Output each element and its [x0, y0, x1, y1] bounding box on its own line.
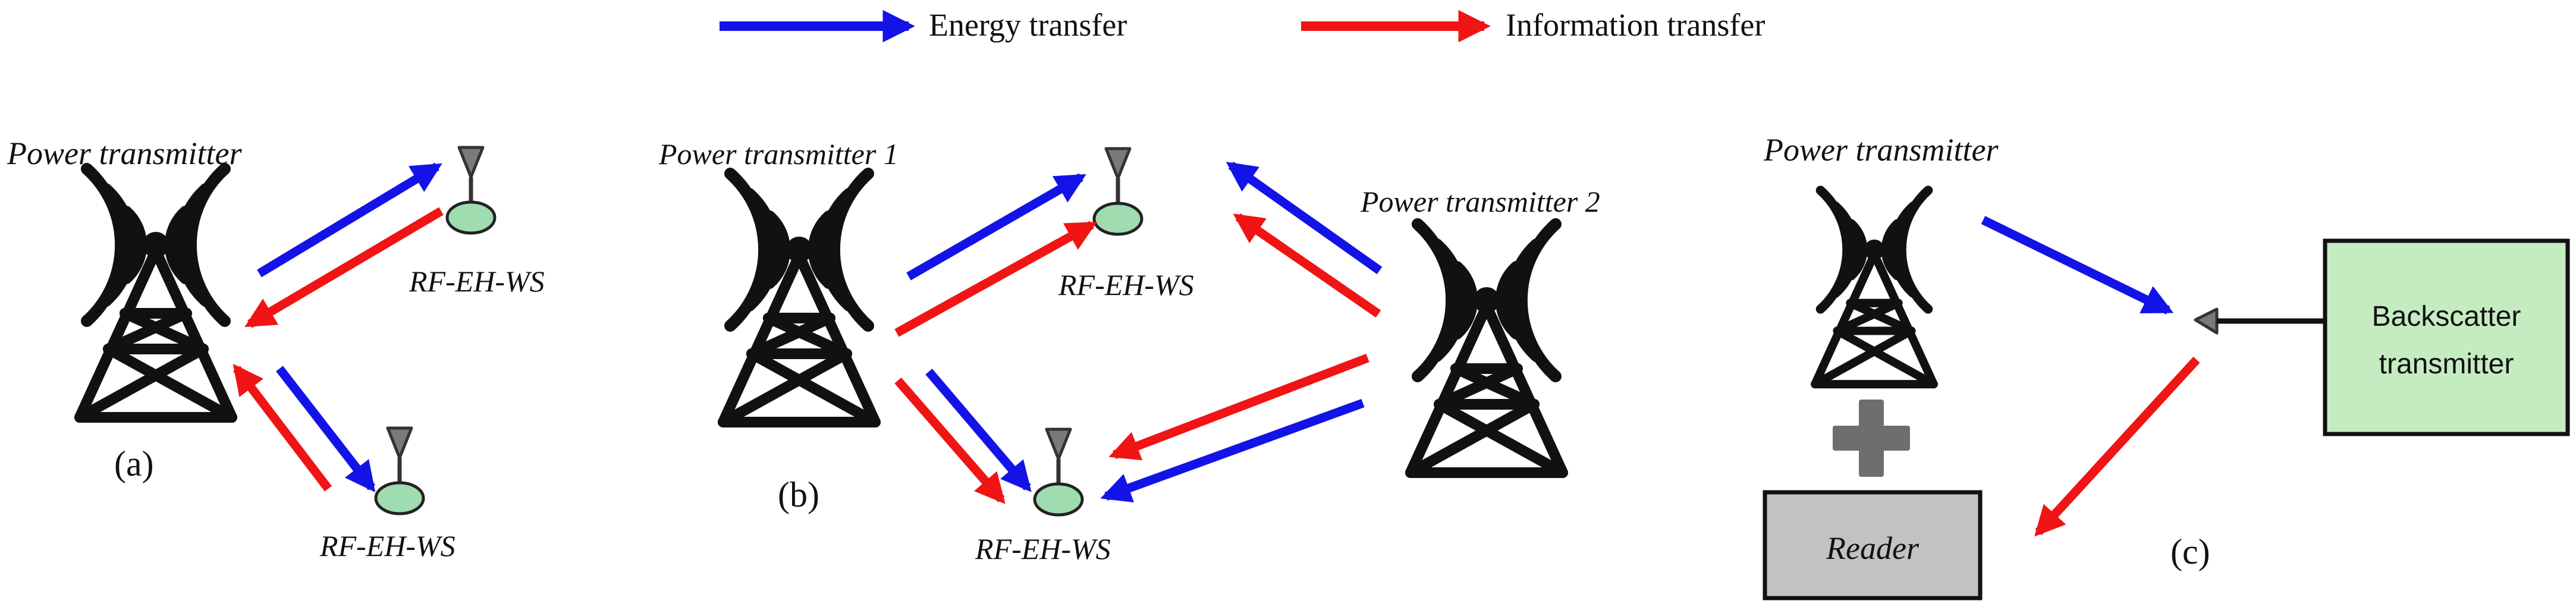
panel-c-energy-arrow: [1981, 216, 2174, 315]
panel-a-sensor-top-label: RF-EH-WS: [409, 265, 545, 298]
panel-b: Power transmitter 1 Power transmitter 2 …: [658, 137, 1600, 565]
backscatter-box: [2323, 238, 2570, 436]
panel-c: Power transmitter Reader Backscatter tra…: [1763, 132, 2570, 600]
plus-icon: [1833, 400, 1910, 477]
panel-a-tower-icon: [80, 169, 232, 417]
legend-information-label: Information transfer: [1506, 7, 1765, 43]
panel-b-sensor-top-icon: [1094, 149, 1142, 234]
panel-b-t1-info-arrow-top: [894, 221, 1097, 337]
panel-a-info-arrow-bottom: [233, 363, 332, 492]
panel-b-sensor-bottom-icon: [1035, 429, 1082, 515]
backscatter-label-line1: Backscatter: [2372, 301, 2521, 332]
panel-a-caption: (a): [114, 444, 154, 483]
backscatter-antenna-icon: [2194, 307, 2219, 335]
legend-energy-label: Energy transfer: [929, 7, 1127, 43]
panel-c-caption: (c): [2170, 532, 2210, 571]
panel-a: Power transmitter RF-EH-WS RF-EH-WS (a): [7, 136, 545, 562]
panel-b-tower2-icon: [1410, 224, 1563, 473]
panel-b-sensor-top-label: RF-EH-WS: [1058, 268, 1194, 301]
legend: Energy transfer Information transfer: [720, 7, 1765, 43]
reader-label: Reader: [1826, 530, 1920, 566]
panel-b-tower1-icon: [723, 174, 875, 422]
panel-a-energy-arrow-top: [257, 162, 442, 278]
panel-b-transmitter2-label: Power transmitter 2: [1360, 185, 1600, 218]
panel-b-caption: (b): [778, 475, 819, 514]
panel-a-transmitter-label: Power transmitter: [7, 136, 242, 171]
panel-c-info-arrow: [2034, 356, 2200, 537]
panel-b-transmitter1-label: Power transmitter 1: [658, 137, 899, 171]
panel-b-t2-info-arrow-bottom: [1108, 353, 1369, 461]
panel-a-sensor-bottom-icon: [376, 428, 423, 514]
panel-a-energy-arrow-bottom: [276, 366, 376, 493]
panel-b-t1-energy-arrow-top: [906, 173, 1086, 281]
panel-b-t1-energy-arrow-bottom: [925, 369, 1032, 492]
panel-b-t1-info-arrow-bottom: [894, 378, 1006, 504]
panel-a-sensor-top-icon: [447, 147, 495, 233]
panel-b-t2-energy-arrow-bottom: [1100, 398, 1365, 503]
backscatter-label-line2: transmitter: [2379, 348, 2514, 380]
panel-b-t2-info-arrow-top: [1233, 213, 1381, 318]
panel-b-sensor-bottom-label: RF-EH-WS: [975, 532, 1111, 565]
panel-b-t2-energy-arrow-top: [1226, 161, 1383, 275]
reader-box: [1763, 490, 1983, 600]
panel-c-tower-icon: [1815, 190, 1934, 384]
panel-c-transmitter-label: Power transmitter: [1763, 132, 1999, 168]
panel-a-sensor-bottom-label: RF-EH-WS: [319, 529, 455, 562]
panel-a-info-arrow-top: [244, 207, 444, 328]
